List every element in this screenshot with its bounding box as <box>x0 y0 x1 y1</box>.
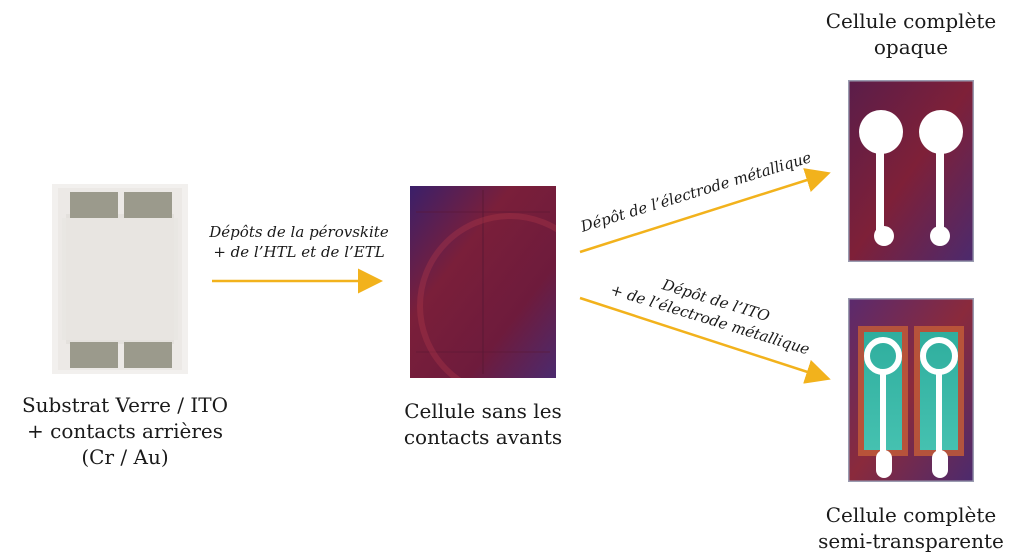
arrow-1-label-line2: + de l’HTL et de l’ETL <box>213 243 385 261</box>
arrow-2 <box>579 168 831 254</box>
cell-no-contacts-label: Cellule sans les contacts avants <box>378 398 588 450</box>
cell-semi-transparent-image <box>848 298 974 482</box>
substrate-label: Substrat Verre / ITO + contacts arrières… <box>0 392 250 470</box>
arrow-1-label-line1: Dépôts de la pérovskite <box>209 223 389 241</box>
cell-opaque-image <box>848 80 974 262</box>
arrow-3 <box>579 296 831 384</box>
arrow-1-label: Dépôts de la pérovskite + de l’HTL et de… <box>196 222 402 262</box>
cell-no-contacts-image <box>410 186 556 378</box>
substrate-sample-image <box>52 184 188 374</box>
cell-no-contacts-label-text: Cellule sans les contacts avants <box>403 399 563 449</box>
cell-semi-label-text: Cellule complète semi-transparente <box>818 503 1004 553</box>
cell-opaque-label: Cellule complète opaque <box>808 8 1014 60</box>
cell-semi-label: Cellule complète semi-transparente <box>804 502 1018 554</box>
cell-opaque-label-text: Cellule complète opaque <box>825 9 997 59</box>
substrate-label-text: Substrat Verre / ITO + contacts arrières… <box>21 393 229 469</box>
